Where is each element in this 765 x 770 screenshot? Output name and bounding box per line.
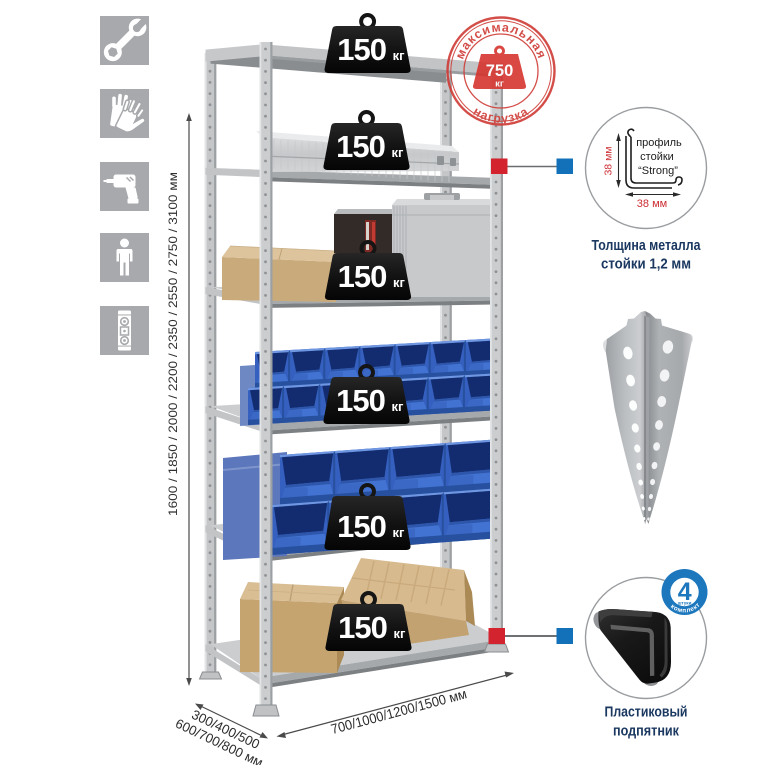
svg-text:38 мм: 38 мм <box>603 146 615 175</box>
svg-text:штуки: штуки <box>678 600 692 605</box>
svg-text:“Strong”: “Strong” <box>638 165 678 177</box>
svg-text:профиль: профиль <box>636 137 682 149</box>
svg-text:стойки 1,2 мм: стойки 1,2 мм <box>601 256 691 273</box>
svg-text:стойки: стойки <box>640 151 674 163</box>
svg-text:4: 4 <box>678 578 692 606</box>
svg-text:150: 150 <box>337 509 386 544</box>
svg-text:Пластиковый: Пластиковый <box>605 704 688 721</box>
svg-text:кг: кг <box>495 79 504 90</box>
svg-text:кг: кг <box>393 525 406 540</box>
svg-text:кг: кг <box>392 399 405 414</box>
svg-text:150: 150 <box>336 383 385 418</box>
svg-text:Толщина металла: Толщина металла <box>592 237 702 254</box>
svg-text:нагрузка: нагрузка <box>471 104 531 126</box>
svg-text:750: 750 <box>486 62 514 80</box>
svg-text:подпятник: подпятник <box>613 723 679 740</box>
svg-text:150: 150 <box>338 610 387 645</box>
svg-text:кг: кг <box>394 626 407 641</box>
svg-text:кг: кг <box>392 145 405 160</box>
svg-text:38 мм: 38 мм <box>637 198 667 210</box>
svg-text:кг: кг <box>393 48 406 63</box>
svg-text:150: 150 <box>336 129 385 164</box>
svg-text:150: 150 <box>338 259 387 294</box>
svg-text:1600 / 1850 / 2000 / 2200 / 23: 1600 / 1850 / 2000 / 2200 / 2350 / 2550 … <box>166 172 180 516</box>
svg-text:150: 150 <box>337 32 386 67</box>
svg-text:кг: кг <box>393 275 406 290</box>
